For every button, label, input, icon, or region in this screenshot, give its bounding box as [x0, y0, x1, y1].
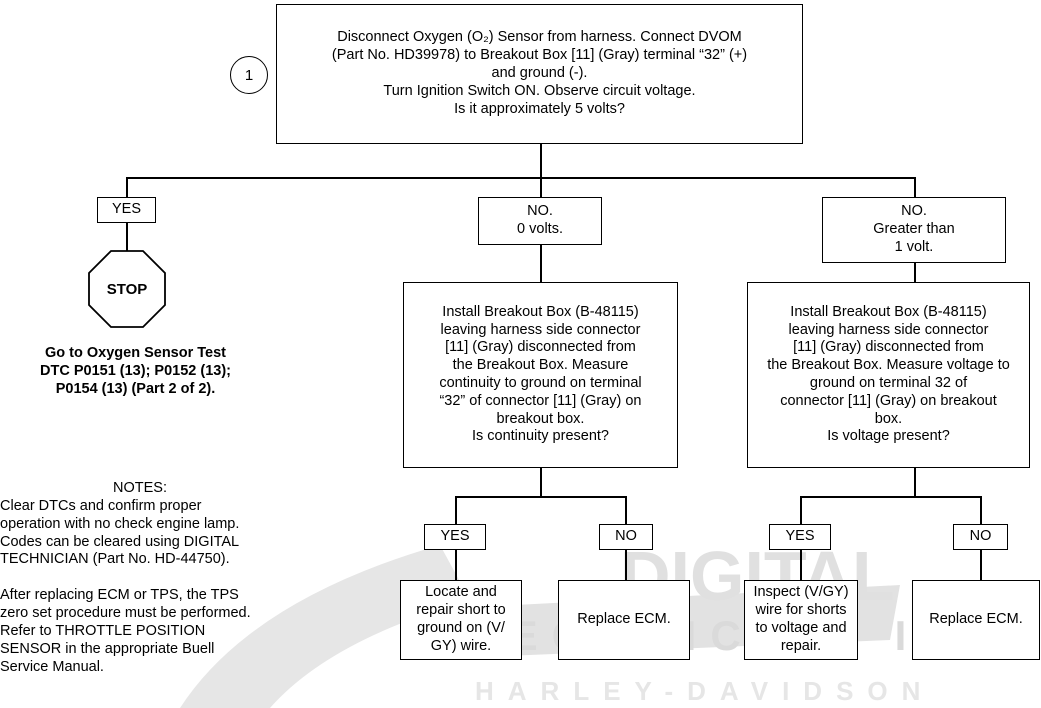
connector-to-right-no — [980, 496, 982, 525]
result-left-no-text: Replace ECM. — [577, 611, 671, 628]
connector-right-yes-to-result — [800, 550, 802, 581]
step-number-circle: 1 — [230, 56, 268, 94]
result-right-yes: Inspect (V/GY) wire for shorts to voltag… — [744, 580, 858, 660]
branch-yes-box: YES — [97, 197, 156, 223]
connector-to-right-yes — [800, 496, 802, 525]
left-no-label: NO — [615, 528, 637, 545]
connector-mid-left-down — [540, 467, 542, 497]
result-left-no: Replace ECM. — [558, 580, 690, 660]
connector-no-greater-to-mid — [914, 262, 916, 282]
note-item: Clear DTCs and confirm proper operation … — [0, 498, 240, 568]
connector-to-yes — [126, 177, 128, 197]
mid-box-left: Install Breakout Box (B-48115) leaving h… — [403, 282, 678, 468]
stop-sign-icon: STOP — [88, 250, 166, 328]
right-no-box: NO — [953, 524, 1008, 550]
branch-no-greater-box: NO. Greater than 1 volt. — [822, 197, 1006, 263]
connector-to-left-yes — [455, 496, 457, 525]
left-yes-box: YES — [424, 524, 486, 550]
result-right-yes-text: Inspect (V/GY) wire for shorts to voltag… — [753, 584, 849, 654]
connector-mid-left-split — [455, 496, 626, 498]
connector-right-no-to-result — [980, 550, 982, 581]
top-decision-text: Disconnect Oxygen (O₂) Sensor from harne… — [331, 29, 748, 117]
notes-body: Clear DTCs and confirm proper operation … — [0, 498, 300, 694]
result-right-no: Replace ECM. — [912, 580, 1040, 660]
connector-top-down — [540, 143, 542, 178]
right-yes-label: YES — [785, 528, 815, 545]
branch-no-greater-label: NO. Greater than 1 volt. — [873, 203, 955, 255]
branch-yes-label: YES — [111, 201, 141, 218]
connector-no-zero-to-mid — [540, 244, 542, 282]
mid-box-right-text: Install Breakout Box (B-48115) leaving h… — [767, 303, 1010, 445]
result-right-no-text: Replace ECM. — [929, 611, 1023, 628]
note-item: After replacing ECM or TPS, the TPS zero… — [0, 587, 251, 675]
connector-mid-right-down — [914, 467, 916, 497]
step-number: 1 — [244, 66, 254, 84]
connector-to-no-greater — [914, 177, 916, 197]
mid-box-right: Install Breakout Box (B-48115) leaving h… — [747, 282, 1030, 468]
connector-left-yes-to-result — [455, 550, 457, 581]
connector-yes-to-stop — [126, 222, 128, 252]
connector-left-no-to-result — [625, 550, 627, 581]
connector-main-horizontal — [126, 177, 915, 179]
branch-no-zero-label: NO. 0 volts. — [517, 203, 563, 237]
top-decision-box: Disconnect Oxygen (O₂) Sensor from harne… — [276, 4, 803, 144]
result-left-yes-text: Locate and repair short to ground on (V/… — [416, 584, 506, 654]
connector-to-left-no — [625, 496, 627, 525]
branch-no-zero-box: NO. 0 volts. — [478, 197, 602, 245]
left-yes-label: YES — [440, 528, 470, 545]
notes-heading: NOTES: — [113, 480, 167, 496]
result-left-yes: Locate and repair short to ground on (V/… — [400, 580, 522, 660]
mid-box-left-text: Install Breakout Box (B-48115) leaving h… — [439, 303, 642, 445]
goto-instruction: Go to Oxygen Sensor Test DTC P0151 (13);… — [40, 345, 231, 397]
left-no-box: NO — [599, 524, 653, 550]
connector-to-no-zero — [540, 177, 542, 197]
stop-label: STOP — [107, 281, 148, 298]
watermark-text-3: HARLEY-DAVIDSON — [475, 676, 934, 706]
right-no-label: NO — [969, 528, 992, 545]
watermark-text-2: TECHNICIAN II — [470, 612, 946, 659]
connector-mid-right-split — [800, 496, 981, 498]
right-yes-box: YES — [769, 524, 831, 550]
